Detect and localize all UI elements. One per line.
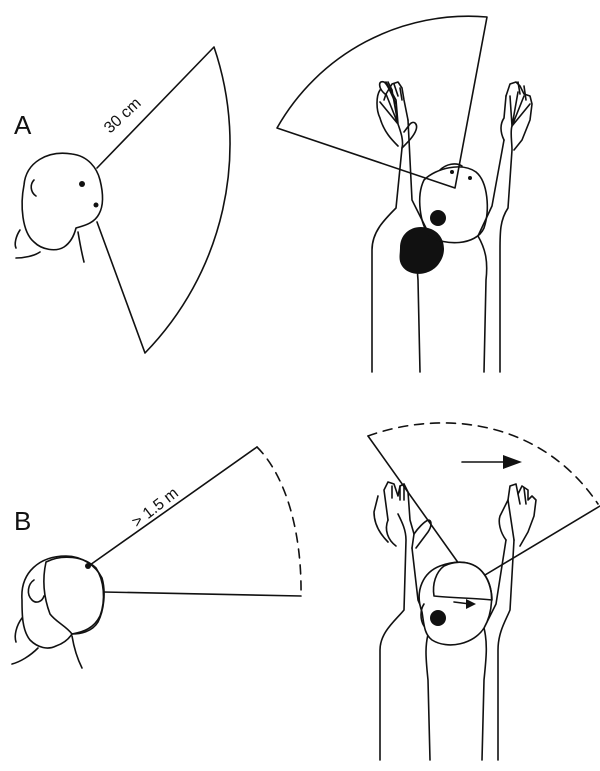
monkey-head-side-b: [12, 556, 104, 668]
distance-label-b: > 1.5 m: [129, 485, 182, 532]
monkey-body-top-a: [372, 82, 532, 372]
reach-wedge-b-top-arc: [368, 423, 598, 504]
panel-b: > 1.5 m: [12, 423, 600, 760]
monkey-body-top-b: [374, 482, 536, 760]
panel-a: 30 cm: [15, 16, 532, 372]
reach-wedge-b-side-bottom: [103, 592, 301, 596]
reach-wedge-b-side-arc: [257, 447, 301, 596]
distance-label-a: 30 cm: [101, 95, 144, 137]
reach-wedge-b-side: [90, 447, 257, 565]
reach-wedge-a-top: [277, 16, 487, 188]
monkey-head-side-a: [15, 153, 102, 262]
reach-wedge-a-side: [97, 47, 230, 353]
right-arrow-icon: [462, 455, 522, 469]
